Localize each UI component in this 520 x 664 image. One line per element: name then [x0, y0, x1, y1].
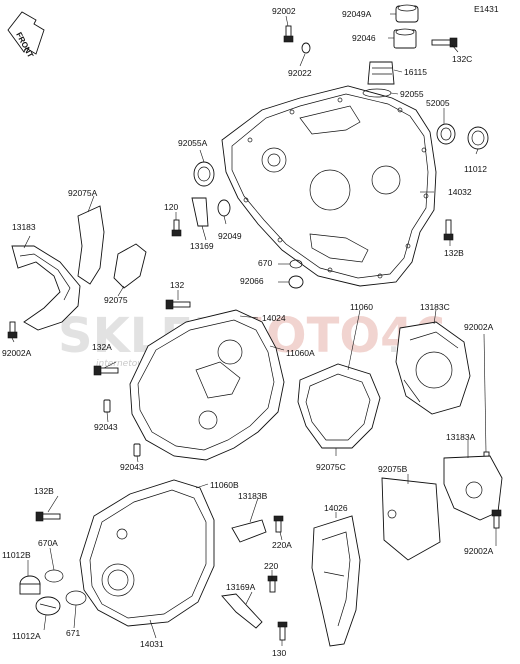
label-14031: 14031: [140, 639, 164, 649]
label-92043-a: 92043: [94, 422, 118, 432]
label-92075B: 92075B: [378, 464, 408, 474]
bracket-13169: [191, 197, 209, 227]
label-14024: 14024: [262, 313, 286, 323]
bolt-130: [277, 621, 288, 641]
bracket-13183B: [231, 519, 267, 543]
label-13183B: 13183B: [238, 491, 268, 501]
bolt-132A: [93, 365, 119, 376]
bearing-92049A: [395, 4, 419, 23]
dowel-92043-a: [103, 399, 111, 413]
inner-cover-14024: [129, 309, 285, 461]
bearing-92046: [393, 28, 417, 49]
label-16115: 16115: [404, 67, 427, 77]
plate-92075B: [381, 477, 441, 561]
oil-filler-cap-16115: [367, 61, 395, 85]
dowel-92043-b: [133, 443, 141, 457]
label-670A: 670A: [38, 538, 58, 548]
guard-13183C: [395, 321, 471, 415]
washer-92049: [217, 199, 231, 217]
label-13169: 13169: [190, 241, 214, 251]
gasket-92075C: [297, 363, 381, 449]
washer-92022: [301, 42, 311, 54]
label-132B-left: 132B: [34, 486, 54, 496]
front-arrow-icon: FRONT: [7, 11, 45, 59]
label-92049A: 92049A: [342, 9, 372, 19]
pad-92075A: [77, 205, 105, 285]
label-132C: 132C: [452, 54, 472, 64]
label-670: 670: [258, 258, 272, 268]
label-120: 120: [164, 202, 178, 212]
bolt-220: [267, 575, 278, 593]
pad-92075: [113, 243, 147, 289]
label-92002A-left: 92002A: [2, 348, 32, 358]
label-671: 671: [66, 628, 80, 638]
label-220A: 220A: [272, 540, 292, 550]
label-92075A: 92075A: [68, 188, 98, 198]
label-132A: 132A: [92, 342, 112, 352]
label-52005: 52005: [426, 98, 450, 108]
label-92002A-low: 92002A: [464, 546, 494, 556]
label-13183A: 13183A: [446, 432, 476, 442]
label-92002: 92002: [272, 6, 296, 16]
cap-11012A: [35, 596, 61, 616]
cap-11012B: [19, 575, 41, 595]
sprocket-cover-14026: [311, 515, 361, 647]
label-132B-right: 132B: [444, 248, 464, 258]
generator-cover-14031: [79, 479, 215, 627]
guard-13183: [11, 245, 81, 331]
label-11012A: 11012A: [12, 631, 41, 641]
label-11012: 11012: [464, 164, 487, 174]
o-ring-670A: [44, 569, 64, 583]
label-13183C: 13183C: [420, 302, 450, 312]
label-92002A-right: 92002A: [464, 322, 494, 332]
label-92046: 92046: [352, 33, 376, 43]
bolt-132: [165, 299, 191, 310]
label-92075: 92075: [104, 295, 128, 305]
part-labels: 92002 92022 92049A 92046 16115 132C 9205…: [2, 6, 494, 658]
label-92043-b: 92043: [120, 462, 144, 472]
bolt-132B-left: [35, 511, 61, 522]
label-14026: 14026: [324, 503, 348, 513]
label-11060A: 11060A: [286, 348, 315, 358]
label-220: 220: [264, 561, 278, 571]
bracket-13169A: [221, 593, 263, 629]
bolt-132B-right: [443, 219, 454, 241]
bolt-92002A-left: [7, 321, 18, 339]
label-92075C: 92075C: [316, 462, 346, 472]
label-92055A: 92055A: [178, 138, 208, 148]
label-11012B: 11012B: [2, 550, 31, 560]
bolt-120: [171, 219, 182, 237]
plug-92066: [288, 275, 304, 289]
label-132: 132: [170, 280, 184, 290]
o-ring-671: [65, 590, 87, 606]
label-13169A: 13169A: [226, 582, 256, 592]
label-130: 130: [272, 648, 286, 658]
bolt-220A: [273, 515, 284, 533]
label-92022: 92022: [288, 68, 312, 78]
label-92055: 92055: [400, 89, 424, 99]
diagram-code: E1431: [474, 4, 499, 14]
label-14032: 14032: [448, 187, 472, 197]
bolt-92002-top: [283, 25, 294, 43]
label-92049: 92049: [218, 231, 242, 241]
label-11060: 11060: [350, 302, 373, 312]
clutch-cover-14032: [221, 85, 437, 287]
label-13183: 13183: [12, 222, 36, 232]
bolt-92002A-low: [491, 509, 502, 529]
o-ring-670: [289, 259, 303, 269]
leader-lines: [11, 13, 497, 646]
guard-13183A: [443, 455, 503, 521]
label-11060B: 11060B: [210, 480, 239, 490]
bolt-132C: [431, 37, 458, 48]
label-92066: 92066: [240, 276, 264, 286]
